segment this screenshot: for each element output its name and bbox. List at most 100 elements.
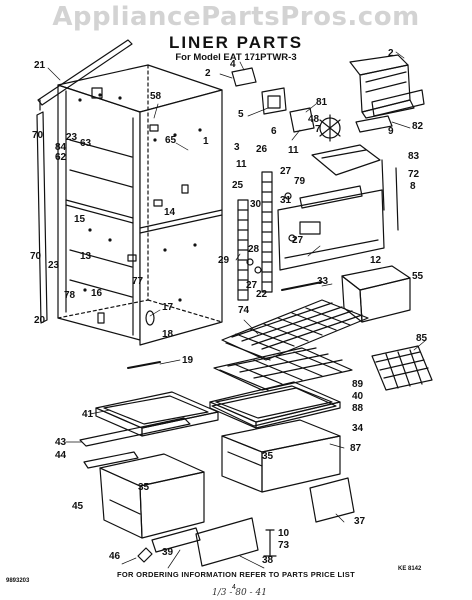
- callout-77: 77: [132, 276, 144, 287]
- callout-83: 83: [408, 151, 420, 162]
- callout-6: 6: [271, 126, 277, 137]
- callout-72: 72: [408, 169, 420, 180]
- evaporator-cover: [278, 186, 384, 270]
- callout-21: 21: [34, 60, 46, 71]
- callout-14: 14: [164, 207, 176, 218]
- callout-58: 58: [150, 91, 162, 102]
- part-9: [356, 116, 392, 132]
- crisper-pan: [222, 420, 340, 492]
- callout-15: 15: [74, 214, 86, 225]
- callout-63: 63: [80, 138, 92, 149]
- callout-45: 45: [72, 501, 84, 512]
- callout-16: 16: [91, 288, 103, 299]
- callout-87: 87: [350, 443, 362, 454]
- callout-11: 11: [288, 145, 299, 156]
- cabinet-liner: [58, 65, 222, 345]
- part-17: [146, 311, 154, 325]
- freezer-shelf: [96, 392, 218, 436]
- callout-82: 82: [412, 121, 424, 132]
- callout-35b: 35: [138, 482, 150, 493]
- callout-10: 10: [278, 528, 290, 539]
- catalog-code: 9893203: [6, 578, 30, 584]
- callout-1: 1: [203, 136, 209, 147]
- callout-31: 31: [280, 195, 292, 206]
- callout-39: 39: [162, 547, 174, 558]
- callout-38: 38: [262, 555, 274, 566]
- cover-39: [152, 528, 200, 552]
- watermark: AppliancePartsPros.com: [52, 2, 420, 32]
- callout-27b: 27: [246, 280, 258, 291]
- callout-73: 73: [278, 540, 290, 551]
- page-number: 4: [232, 584, 236, 591]
- ordering-footer: FOR ORDERING INFORMATION REFER TO PARTS …: [117, 570, 355, 579]
- part-46: [138, 548, 152, 562]
- callout-3: 3: [234, 142, 240, 153]
- wire-shelf-lower: [214, 348, 352, 390]
- callout-20: 20: [34, 315, 46, 326]
- callout-25: 25: [232, 180, 244, 191]
- top-rail: [38, 40, 132, 110]
- callout-11b: 11: [236, 159, 247, 170]
- callout-27: 27: [280, 166, 292, 177]
- cover-38: [196, 518, 258, 566]
- diagram-title: LINER PARTS: [168, 33, 304, 52]
- callout-79: 79: [294, 176, 306, 187]
- callout-2b: 2: [388, 48, 394, 59]
- fan-assembly: [290, 108, 380, 175]
- shelf-ladder-left: [238, 200, 248, 300]
- callout-23b: 23: [48, 260, 60, 271]
- glass-shelf: [210, 382, 340, 428]
- part-4: [232, 68, 256, 86]
- callout-23: 23: [66, 132, 78, 143]
- callout-43: 43: [55, 437, 67, 448]
- shelf-rail: [80, 418, 190, 446]
- callout-81: 81: [316, 97, 328, 108]
- callout-17: 17: [162, 302, 174, 313]
- shelf-ladder-right: [262, 172, 272, 292]
- callout-7: 7: [315, 124, 321, 135]
- dairy-bin: [342, 266, 410, 322]
- callout-40: 40: [352, 391, 364, 402]
- callout-22: 22: [256, 289, 268, 300]
- callout-29: 29: [218, 255, 230, 266]
- callout-33: 33: [317, 276, 329, 287]
- callout-84: 84: [55, 142, 67, 153]
- leader-lines: [48, 52, 426, 568]
- callout-48: 48: [308, 114, 320, 125]
- figure-code: KE 8142: [398, 566, 422, 572]
- rail-strip: [84, 452, 138, 468]
- handwritten-note: 1/3 - 80 - 41: [212, 588, 267, 598]
- callout-89: 89: [352, 379, 364, 390]
- meat-pan: [100, 454, 204, 538]
- crisper-rail: [372, 90, 424, 116]
- callout-4: 4: [230, 59, 236, 70]
- left-strip: [37, 112, 47, 323]
- callout-8: 8: [410, 181, 416, 192]
- callout-55: 55: [412, 271, 424, 282]
- callout-2: 2: [205, 68, 211, 79]
- callout-27c: 27: [292, 235, 304, 246]
- callout-35: 35: [262, 451, 274, 462]
- callout-65: 65: [165, 135, 177, 146]
- wire-shelf: [222, 300, 368, 360]
- callout-88: 88: [352, 403, 364, 414]
- callout-18: 18: [162, 329, 174, 340]
- callout-78: 78: [64, 290, 76, 301]
- callout-9: 9: [388, 126, 394, 137]
- callout-34: 34: [352, 423, 364, 434]
- callout-85: 85: [416, 333, 428, 344]
- callout-46: 46: [109, 551, 121, 562]
- callout-30: 30: [250, 199, 262, 210]
- callout-70b: 70: [30, 251, 42, 262]
- callout-37: 37: [354, 516, 366, 527]
- thermostat-knob: [264, 530, 276, 556]
- callout-13: 13: [80, 251, 92, 262]
- callout-26: 26: [256, 144, 268, 155]
- callout-44: 44: [55, 450, 67, 461]
- upper-tray: [350, 55, 414, 118]
- callout-62: 62: [55, 152, 67, 163]
- callout-5: 5: [238, 109, 244, 120]
- callout-70: 70: [32, 130, 44, 141]
